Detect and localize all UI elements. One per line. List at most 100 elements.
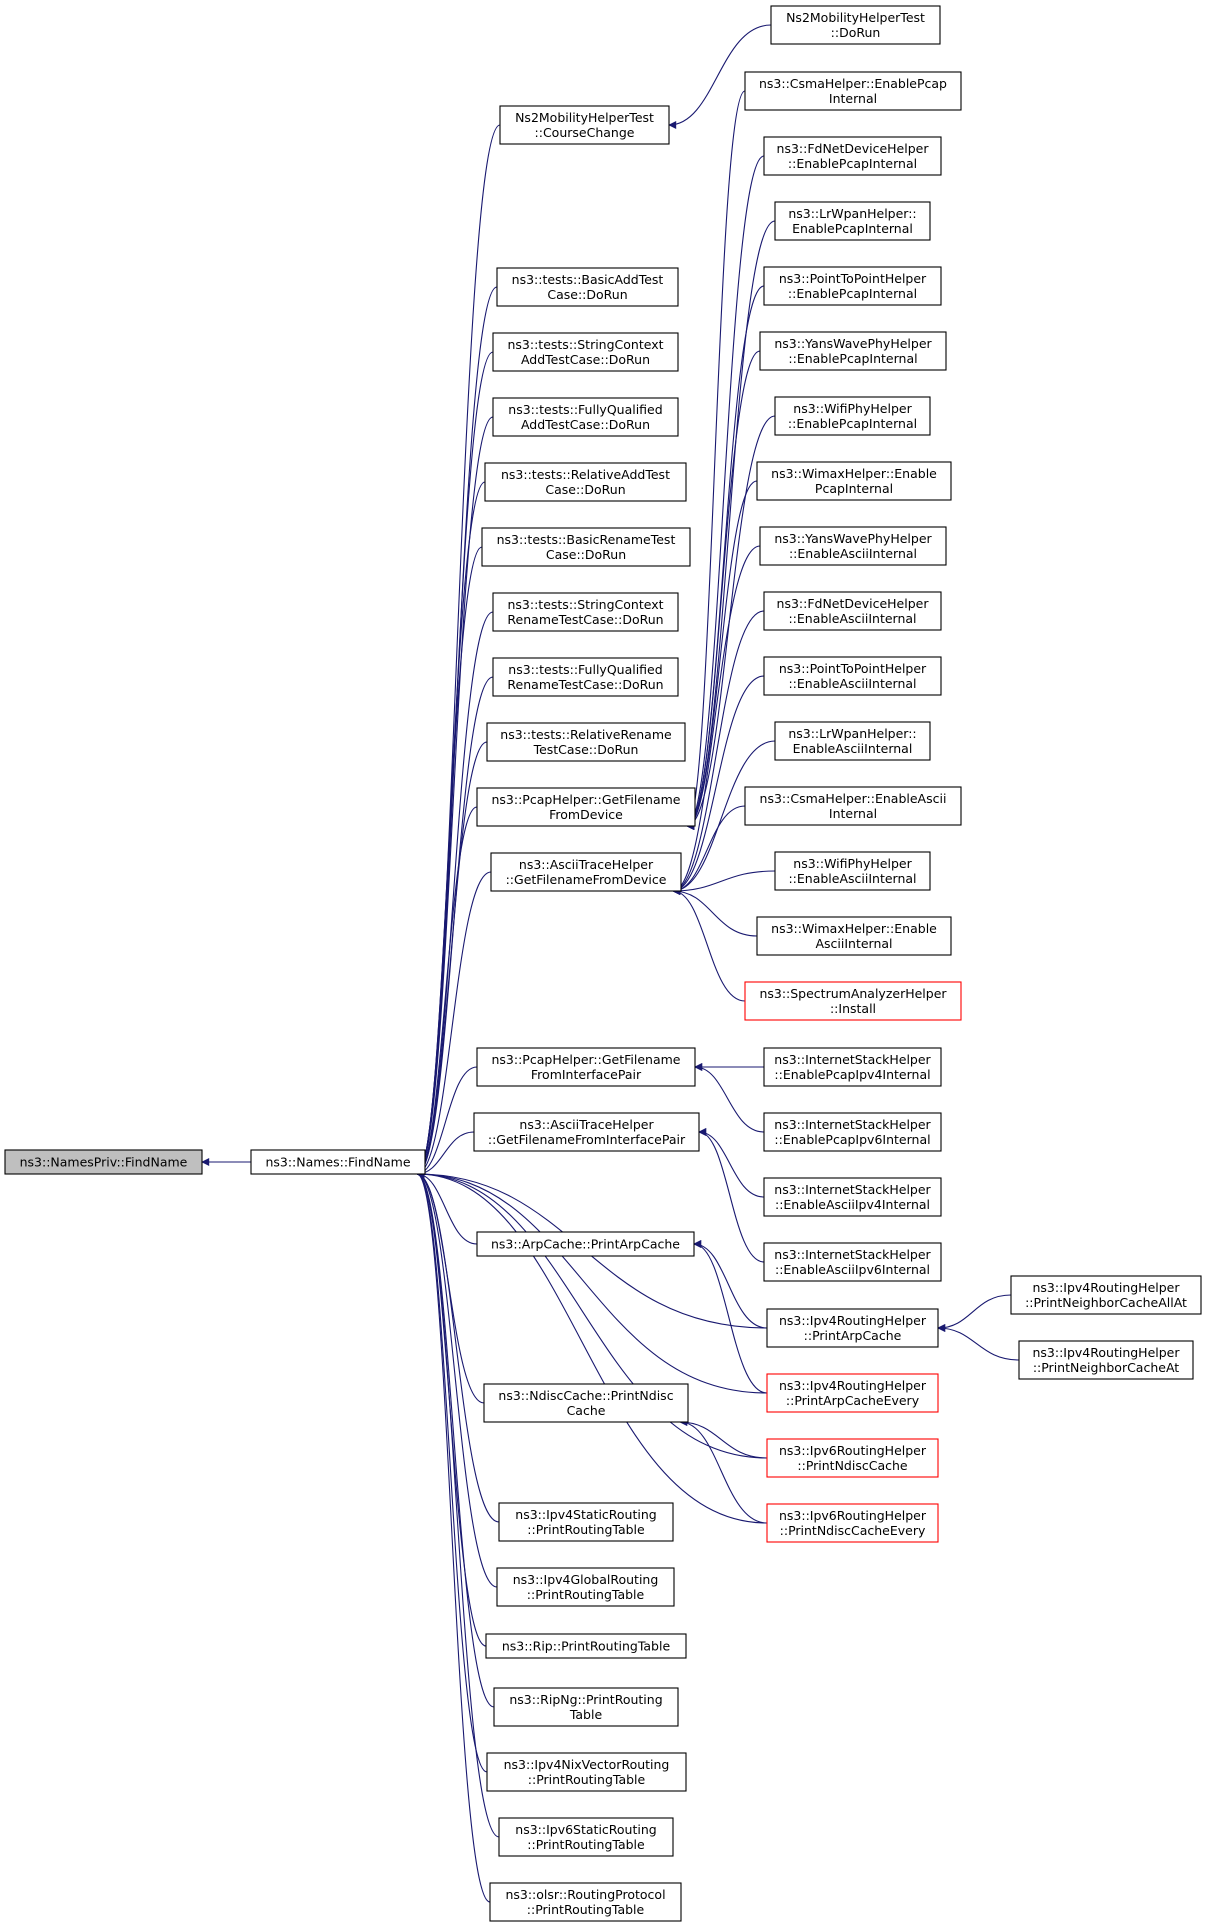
node-box: [763, 1112, 942, 1152]
node-ndisc[interactable]: ns3::NdiscCache::PrintNdiscCache: [483, 1383, 689, 1423]
edge-arpcache-to-findname: [416, 1170, 478, 1245]
node-yanspcap[interactable]: ns3::YansWavePhyHelper::EnablePcapIntern…: [759, 331, 947, 371]
node-lrpcap[interactable]: ns3::LrWpanHelper::EnablePcapInternal: [774, 201, 931, 241]
node-label: ns3::tests::FullyQualified: [508, 402, 662, 417]
node-box: [496, 1567, 675, 1607]
node-neighall[interactable]: ns3::Ipv4RoutingHelper::PrintNeighborCac…: [1010, 1275, 1202, 1315]
node-label: ::PrintRoutingTable: [527, 1587, 645, 1602]
node-label: ::EnablePcapInternal: [788, 156, 917, 171]
node-fqadd[interactable]: ns3::tests::FullyQualifiedAddTestCase::D…: [492, 397, 679, 437]
node-lrascii[interactable]: ns3::LrWpanHelper::EnableAsciiInternal: [774, 721, 931, 761]
node-box: [490, 852, 682, 892]
node-box: [483, 1383, 689, 1423]
node-asciiif[interactable]: ns3::AsciiTraceHelper::GetFilenameFromIn…: [473, 1112, 700, 1152]
node-label: ::CourseChange: [535, 125, 635, 140]
edge-yanspcap-to-pcapdev: [686, 350, 761, 830]
node-ns2dorun[interactable]: Ns2MobilityHelperTest::DoRun: [770, 5, 941, 45]
node-box: [492, 657, 679, 697]
node-label: Cache: [567, 1403, 606, 1418]
edge-basicren-to-findname: [416, 546, 483, 1178]
node-ipv6ndisc[interactable]: ns3::Ipv6RoutingHelper::PrintNdiscCache: [766, 1438, 939, 1478]
node-label: RenameTestCase::DoRun: [507, 612, 663, 627]
node-ipv4global[interactable]: ns3::Ipv4GlobalRouting::PrintRoutingTabl…: [496, 1567, 675, 1607]
edge-ns2dorun-to-ns2course: [668, 24, 772, 129]
node-box: [756, 916, 952, 956]
node-label: Table: [569, 1707, 603, 1722]
edge-ipv4arpevery-to-findname: [416, 1170, 768, 1394]
node-neighat[interactable]: ns3::Ipv4RoutingHelper::PrintNeighborCac…: [1018, 1340, 1194, 1380]
node-wifiascii[interactable]: ns3::WifiPhyHelper::EnableAsciiInternal: [774, 851, 931, 891]
node-asciidev[interactable]: ns3::AsciiTraceHelper::GetFilenameFromDe…: [490, 852, 682, 892]
node-findname[interactable]: ns3::Names::FindName: [250, 1149, 426, 1175]
edge-ndisc-to-findname: [416, 1170, 485, 1404]
node-yansascii[interactable]: ns3::YansWavePhyHelper::EnableAsciiInter…: [759, 526, 947, 566]
node-label: FromDevice: [549, 807, 623, 822]
node-p2pascii[interactable]: ns3::PointToPointHelper::EnableAsciiInte…: [763, 656, 942, 696]
node-csmaascii[interactable]: ns3::CsmaHelper::EnableAsciiInternal: [744, 786, 962, 826]
node-iseascii6[interactable]: ns3::InternetStackHelper::EnableAsciiIpv…: [763, 1242, 942, 1282]
node-isepcap4[interactable]: ns3::InternetStackHelper::EnablePcapIpv4…: [763, 1047, 942, 1087]
node-ns2course[interactable]: Ns2MobilityHelperTest::CourseChange: [499, 105, 670, 145]
edge-olsr-to-findname: [416, 1170, 491, 1903]
node-label: ns3::WifiPhyHelper: [793, 401, 912, 416]
node-strctxadd[interactable]: ns3::tests::StringContextAddTestCase::Do…: [492, 332, 679, 372]
node-label: ::GetFilenameFromInterfacePair: [488, 1132, 686, 1147]
node-arpcache[interactable]: ns3::ArpCache::PrintArpCache: [476, 1231, 695, 1257]
node-fdpcap[interactable]: ns3::FdNetDeviceHelper::EnablePcapIntern…: [763, 136, 942, 176]
node-relren[interactable]: ns3::tests::RelativeRenameTestCase::DoRu…: [486, 722, 686, 762]
edge-ipv4printarp-to-arpcache: [693, 1240, 768, 1329]
node-strctxren[interactable]: ns3::tests::StringContextRenameTestCase:…: [492, 592, 679, 632]
node-wifipcap[interactable]: ns3::WifiPhyHelper::EnablePcapInternal: [774, 396, 931, 436]
node-ipv4static[interactable]: ns3::Ipv4StaticRouting::PrintRoutingTabl…: [498, 1502, 674, 1542]
node-ipv6ndiscevery[interactable]: ns3::Ipv6RoutingHelper::PrintNdiscCacheE…: [766, 1503, 939, 1543]
edge-csmaascii-to-asciidev: [672, 805, 746, 895]
node-box: [489, 1882, 682, 1922]
node-box: [766, 1438, 939, 1478]
node-box: [492, 592, 679, 632]
node-olsr[interactable]: ns3::olsr::RoutingProtocol::PrintRouting…: [489, 1882, 682, 1922]
node-box: [4, 1149, 203, 1175]
node-label: ::PrintNeighborCacheAllAt: [1025, 1295, 1187, 1310]
node-label: Case::DoRun: [546, 547, 626, 562]
node-p2ppcap[interactable]: ns3::PointToPointHelper::EnablePcapInter…: [763, 266, 942, 306]
node-wimaxascii[interactable]: ns3::WimaxHelper::EnableAsciiInternal: [756, 916, 952, 956]
node-nix[interactable]: ns3::Ipv4NixVectorRouting::PrintRoutingT…: [486, 1752, 687, 1792]
node-fdascii[interactable]: ns3::FdNetDeviceHelper::EnableAsciiInter…: [763, 591, 942, 631]
node-box: [763, 656, 942, 696]
edge-relren-to-findname: [416, 741, 488, 1178]
node-rip[interactable]: ns3::Rip::PrintRoutingTable: [485, 1633, 687, 1659]
edge-neighall-to-ipv4printarp: [937, 1294, 1012, 1332]
node-label: ns3::SpectrumAnalyzerHelper: [759, 986, 947, 1001]
node-box: [473, 1112, 700, 1152]
node-pcapdev[interactable]: ns3::PcapHelper::GetFilenameFromDevice: [476, 787, 696, 827]
node-isepcap6[interactable]: ns3::InternetStackHelper::EnablePcapIpv6…: [763, 1112, 942, 1152]
edge-lrascii-to-asciidev: [672, 740, 776, 895]
node-box: [766, 1373, 939, 1413]
node-box: [498, 1817, 674, 1857]
node-box: [476, 1047, 696, 1087]
node-pcapif[interactable]: ns3::PcapHelper::GetFilenameFromInterfac…: [476, 1047, 696, 1087]
node-wimaxpcap[interactable]: ns3::WimaxHelper::EnablePcapInternal: [756, 461, 952, 501]
node-box: [774, 201, 931, 241]
edge-pcapdev-to-findname: [416, 806, 478, 1178]
node-iseascii4[interactable]: ns3::InternetStackHelper::EnableAsciiIpv…: [763, 1177, 942, 1217]
node-csmapcap[interactable]: ns3::CsmaHelper::EnablePcapInternal: [744, 71, 962, 111]
node-root[interactable]: ns3::NamesPriv::FindName: [4, 1149, 203, 1175]
node-box: [476, 787, 696, 827]
node-ripng[interactable]: ns3::RipNg::PrintRoutingTable: [493, 1687, 679, 1727]
node-ipv4printarp[interactable]: ns3::Ipv4RoutingHelper::PrintArpCache: [766, 1308, 939, 1348]
node-label: ns3::WifiPhyHelper: [793, 856, 912, 871]
node-label: ns3::InternetStackHelper: [774, 1247, 931, 1262]
node-ipv4arpevery[interactable]: ns3::Ipv4RoutingHelper::PrintArpCacheEve…: [766, 1373, 939, 1413]
node-fqren[interactable]: ns3::tests::FullyQualifiedRenameTestCase…: [492, 657, 679, 697]
node-label: ns3::PcapHelper::GetFilename: [492, 1052, 681, 1067]
node-ipv6static[interactable]: ns3::Ipv6StaticRouting::PrintRoutingTabl…: [498, 1817, 674, 1857]
node-box: [1010, 1275, 1202, 1315]
node-box: [744, 71, 962, 111]
node-spectrum[interactable]: ns3::SpectrumAnalyzerHelper::Install: [744, 981, 962, 1021]
node-box: [476, 1231, 695, 1257]
node-label: Case::DoRun: [545, 482, 625, 497]
